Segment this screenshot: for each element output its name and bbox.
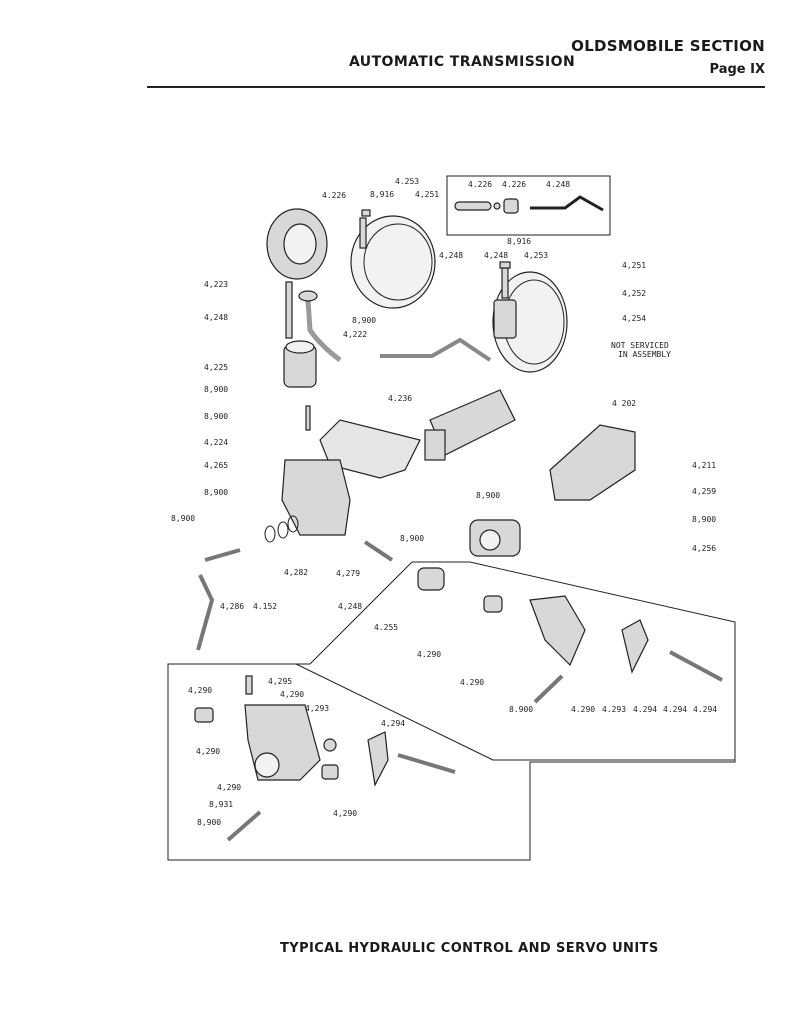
part-number-label: 4,248 [204, 313, 228, 322]
part-number-label: 4,223 [204, 280, 228, 289]
part-number-label: 4.236 [388, 394, 412, 403]
part-number-label: 4,294 [381, 719, 405, 728]
front-band-part [350, 209, 436, 309]
part-number-label: 8,916 [370, 190, 394, 199]
part-number-label: 4 202 [612, 399, 636, 408]
part-number-label: 8,900 [400, 534, 424, 543]
part-number-label: 4,259 [692, 487, 716, 496]
part-number-label: 4.290 [571, 705, 595, 714]
part-number-label: 8,916 [507, 237, 531, 246]
part-number-label: 8,900 [476, 491, 500, 500]
part-number-label: 4,286 [220, 602, 244, 611]
part-number-label: 4.294 [693, 705, 717, 714]
part-number-label: 8.900 [509, 705, 533, 714]
part-number-label: 4.290 [460, 678, 484, 687]
part-number-label: 4.226 [322, 191, 346, 200]
part-number-label: 4.248 [546, 180, 570, 189]
part-number-label: 4,248 [338, 602, 362, 611]
figure-caption: TYPICAL HYDRAULIC CONTROL AND SERVO UNIT… [280, 941, 659, 956]
lower-valve-parts [194, 675, 456, 842]
part-number-label: 8,900 [197, 818, 221, 827]
part-number-label: 4,248 [439, 251, 463, 260]
part-number-label: 8,900 [204, 412, 228, 421]
part-number-label: 4.152 [253, 602, 277, 611]
part-number-label: 4.226 [502, 180, 526, 189]
part-number-label: 4,290 [333, 809, 357, 818]
oil-tubes-part [285, 281, 492, 362]
part-number-label: 4.255 [374, 623, 398, 632]
servo-body-part [283, 340, 317, 431]
part-number-label: 4,222 [343, 330, 367, 339]
part-number-label: 4,251 [622, 261, 646, 270]
part-number-label: 4,290 [196, 747, 220, 756]
part-number-label: 4,248 [484, 251, 508, 260]
accumulator-parts [417, 567, 723, 704]
part-number-label: 4.290 [417, 650, 441, 659]
part-number-label: 4.294 [633, 705, 657, 714]
part-number-label: IN ASSEMBLY [618, 350, 671, 359]
page-number: Page IX [709, 62, 765, 77]
inset-parts [454, 195, 604, 214]
part-number-label: 4,290 [280, 690, 304, 699]
part-number-label: 8,900 [204, 385, 228, 394]
servo-cover-part [266, 208, 328, 280]
part-number-label: 4,252 [622, 289, 646, 298]
part-number-label: 8,900 [692, 515, 716, 524]
page-title: AUTOMATIC TRANSMISSION [349, 54, 576, 70]
part-number-label: 4.294 [663, 705, 687, 714]
part-number-label: 4.226 [468, 180, 492, 189]
part-number-label: 4,256 [692, 544, 716, 553]
part-number-label: 4.253 [395, 177, 419, 186]
header-rule [147, 86, 765, 88]
part-number-label: NOT SERVICED [611, 341, 669, 350]
linkage-part [196, 515, 394, 651]
part-number-label: 4,295 [268, 677, 292, 686]
part-number-label: 4,265 [204, 461, 228, 470]
part-number-label: 4.293 [602, 705, 626, 714]
part-number-label: 4,293 [305, 704, 329, 713]
part-number-label: 8,931 [209, 800, 233, 809]
part-number-label: 4,282 [284, 568, 308, 577]
part-number-label: 4,251 [415, 190, 439, 199]
servo-cylinder-part [424, 389, 516, 461]
inset-box [446, 175, 611, 236]
part-number-label: 4,225 [204, 363, 228, 372]
panel-divider [295, 663, 494, 761]
part-number-label: 4,224 [204, 438, 228, 447]
part-number-label: 8,900 [204, 488, 228, 497]
rear-band-part [492, 261, 568, 373]
part-number-label: 4,254 [622, 314, 646, 323]
valve-body-part [281, 459, 351, 536]
rear-pump-part [549, 424, 636, 501]
part-number-label: 4,211 [692, 461, 716, 470]
part-number-label: 8,900 [171, 514, 195, 523]
lower-panel-outline [167, 561, 736, 861]
section-heading: OLDSMOBILE SECTION [571, 37, 765, 55]
part-number-label: 4,290 [217, 783, 241, 792]
governor-part [469, 519, 521, 557]
part-number-label: 8,900 [352, 316, 376, 325]
part-number-label: 4,253 [524, 251, 548, 260]
part-number-label: 4,279 [336, 569, 360, 578]
part-number-label: 4,290 [188, 686, 212, 695]
